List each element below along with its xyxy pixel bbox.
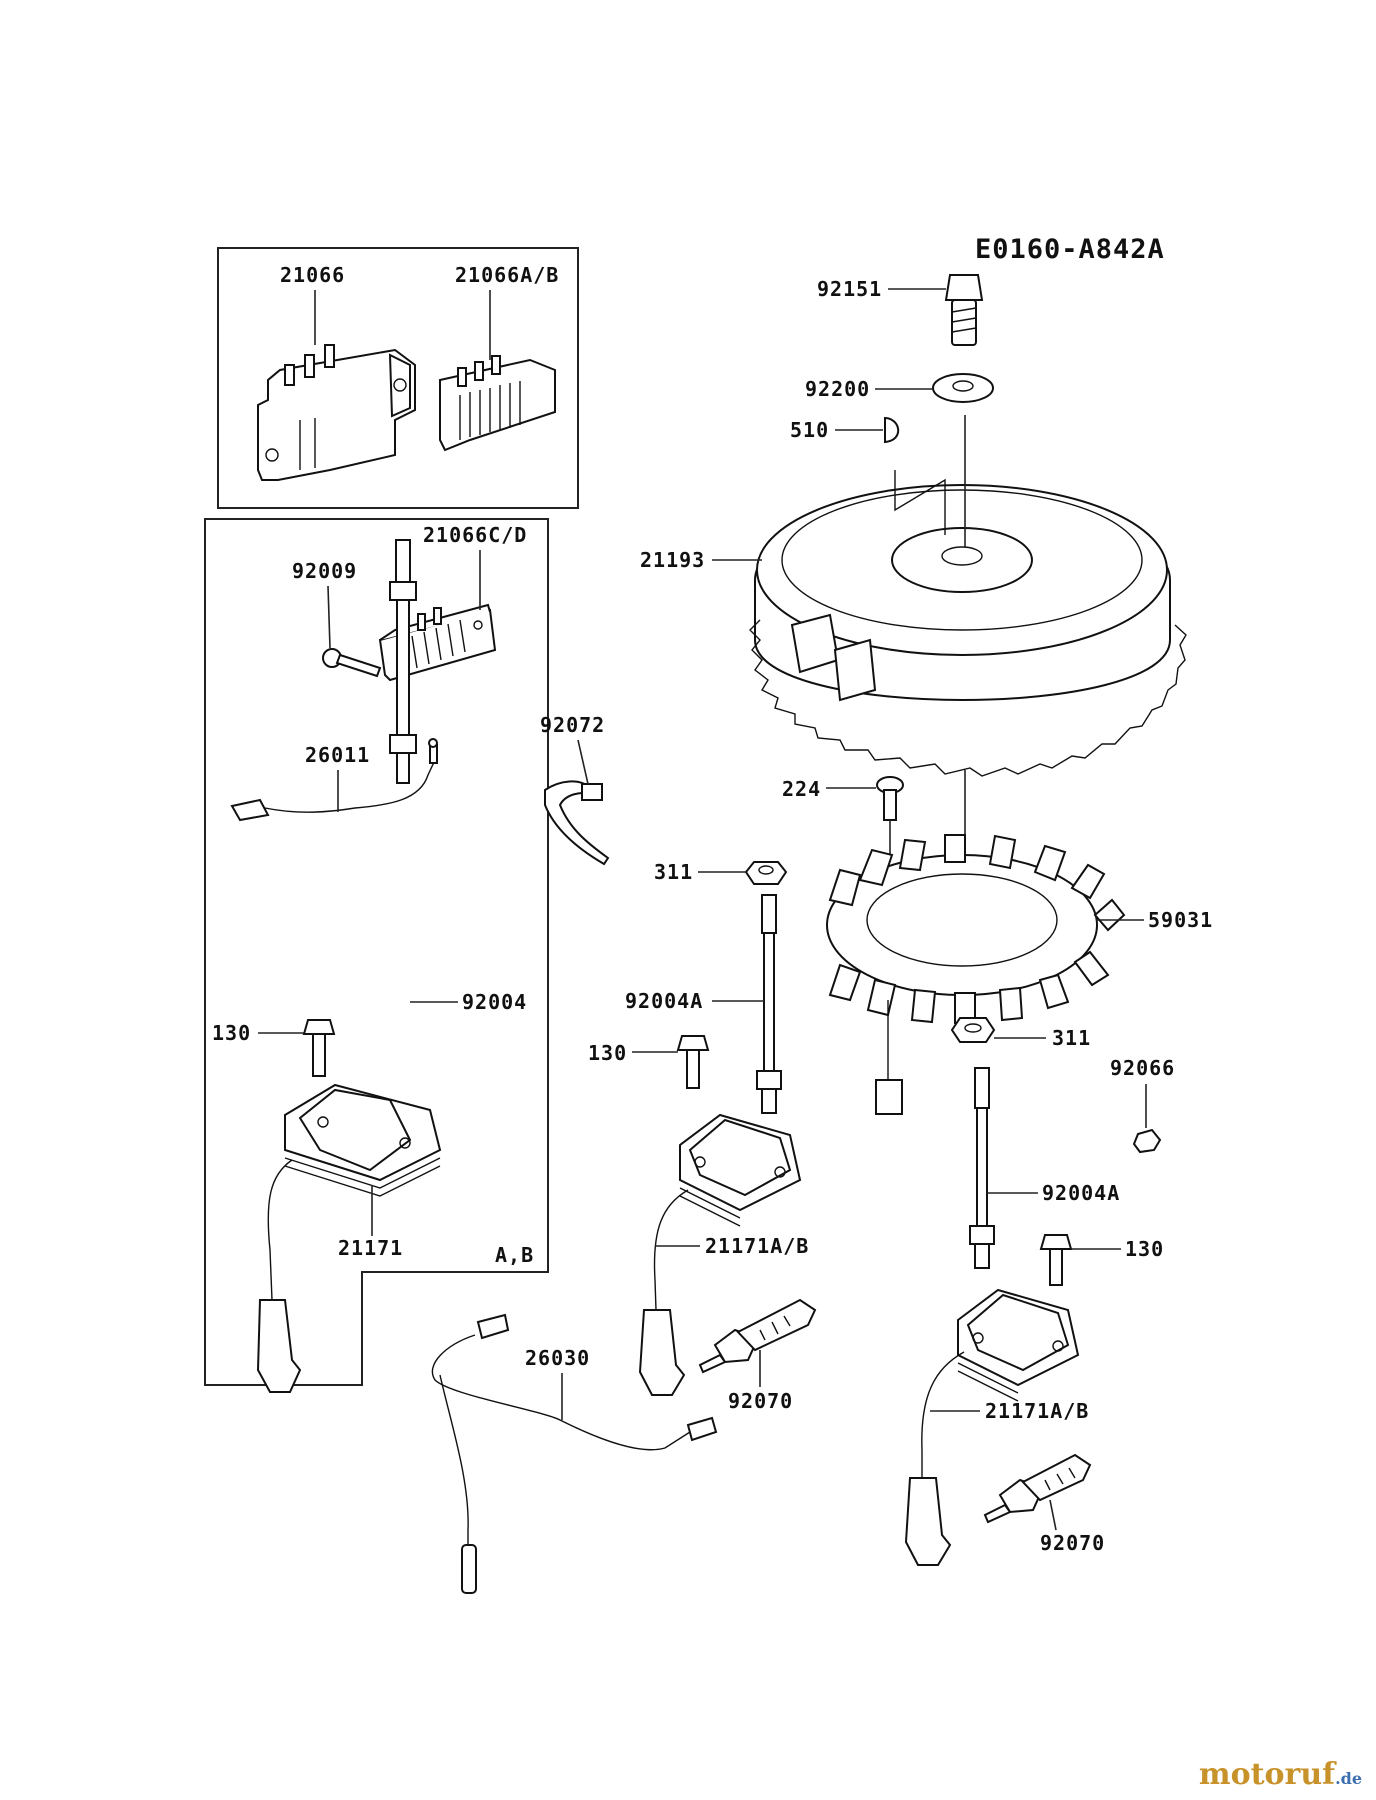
screw-92009[interactable]	[322, 648, 382, 678]
label-92151: 92151	[817, 277, 882, 301]
label-21193: 21193	[640, 548, 705, 572]
label-92004a-a: 92004A	[625, 989, 703, 1013]
label-311-b: 311	[1052, 1026, 1091, 1050]
clamp-92072[interactable]	[544, 780, 610, 866]
bolt-130-a[interactable]	[302, 1019, 336, 1077]
label-311-a: 311	[654, 860, 693, 884]
label-21171ab-b: 21171A/B	[985, 1399, 1089, 1423]
ignition-coil-21171[interactable]	[256, 1083, 442, 1393]
label-92200: 92200	[805, 377, 870, 401]
label-21066ab: 21066A/B	[455, 263, 559, 287]
label-510: 510	[790, 418, 829, 442]
label-92004a-b: 92004A	[1042, 1181, 1120, 1205]
leader-92070-b	[1049, 1499, 1057, 1531]
stud-92004a-b[interactable]	[969, 1067, 995, 1269]
label-variant-ab: A,B	[495, 1243, 534, 1267]
label-130-b: 130	[588, 1041, 627, 1065]
flywheel-21193[interactable]	[749, 470, 1187, 777]
label-21066cd: 21066C/D	[423, 523, 527, 547]
nut-92066[interactable]	[1132, 1128, 1162, 1154]
spark-plug-92070-a[interactable]	[698, 1298, 817, 1374]
lead-wire-26030[interactable]	[431, 1313, 718, 1594]
stud-92004[interactable]	[389, 539, 417, 784]
site-watermark: motoruf.de	[1199, 1757, 1362, 1792]
bolt-92151[interactable]	[944, 274, 984, 346]
leader-92072	[577, 739, 589, 785]
label-224: 224	[782, 777, 821, 801]
ignition-coil-ab-box	[204, 518, 549, 1386]
spark-plug-92070-b[interactable]	[983, 1453, 1092, 1524]
key-510[interactable]	[884, 416, 900, 444]
nut-311-a[interactable]	[744, 861, 788, 885]
watermark-suffix: .de	[1335, 1769, 1362, 1788]
label-59031: 59031	[1148, 908, 1213, 932]
regulator-21066ab[interactable]	[439, 355, 556, 452]
label-92004: 92004	[462, 990, 527, 1014]
label-92072: 92072	[540, 713, 605, 737]
label-92009: 92009	[292, 559, 357, 583]
label-21171: 21171	[338, 1236, 403, 1260]
label-92070-a: 92070	[728, 1389, 793, 1413]
lead-wire-26011[interactable]	[230, 738, 438, 822]
label-21171ab-a: 21171A/B	[705, 1234, 809, 1258]
bolt-130-c[interactable]	[1039, 1234, 1073, 1286]
ignition-coil-21171ab-b[interactable]	[904, 1288, 1080, 1566]
leader-92009	[327, 585, 331, 649]
label-26011: 26011	[305, 743, 370, 767]
regulator-21066[interactable]	[257, 344, 416, 481]
stud-92004a-a[interactable]	[756, 894, 782, 1114]
watermark-main: motoruf	[1198, 1757, 1336, 1792]
label-92066: 92066	[1110, 1056, 1175, 1080]
screw-224[interactable]	[876, 776, 904, 821]
nut-311-b[interactable]	[950, 1017, 996, 1043]
ignition-coil-21171ab-a[interactable]	[638, 1113, 802, 1396]
label-130-a: 130	[212, 1021, 251, 1045]
label-21066: 21066	[280, 263, 345, 287]
label-92070-b: 92070	[1040, 1531, 1105, 1555]
regulator-variants-box	[217, 247, 579, 509]
bolt-130-b[interactable]	[676, 1035, 710, 1089]
washer-92200[interactable]	[932, 373, 994, 403]
diagram-reference: E0160-A842A	[975, 234, 1165, 265]
label-130-c: 130	[1125, 1237, 1164, 1261]
label-26030: 26030	[525, 1346, 590, 1370]
